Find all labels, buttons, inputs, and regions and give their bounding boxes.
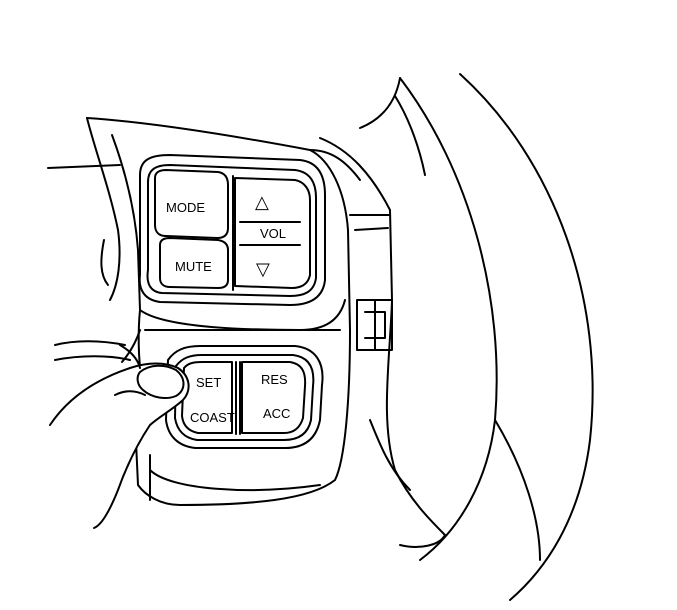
vol-label: VOL — [260, 226, 286, 241]
hand — [47, 164, 190, 529]
mute-button[interactable] — [159, 237, 229, 289]
mute-label: MUTE — [175, 259, 212, 274]
volume-rocker-button[interactable] — [232, 175, 311, 291]
set-label: SET — [196, 375, 221, 390]
set-coast-button[interactable] — [181, 361, 233, 434]
cruise-control-cluster — [165, 345, 324, 449]
mode-label: MODE — [166, 200, 205, 215]
switch-housing — [86, 117, 351, 506]
res-acc-button[interactable] — [241, 361, 307, 434]
mode-button[interactable] — [154, 169, 229, 239]
thumbnail — [136, 364, 185, 399]
audio-control-cluster — [138, 154, 326, 306]
steering-wheel-spoke — [309, 137, 446, 548]
volume-down-icon: ▽ — [256, 259, 270, 280]
volume-up-icon: △ — [255, 192, 269, 213]
res-label: RES — [261, 372, 288, 387]
steering-wheel-rim — [359, 73, 594, 601]
acc-label: ACC — [263, 406, 290, 421]
coast-label: COAST — [190, 410, 235, 425]
